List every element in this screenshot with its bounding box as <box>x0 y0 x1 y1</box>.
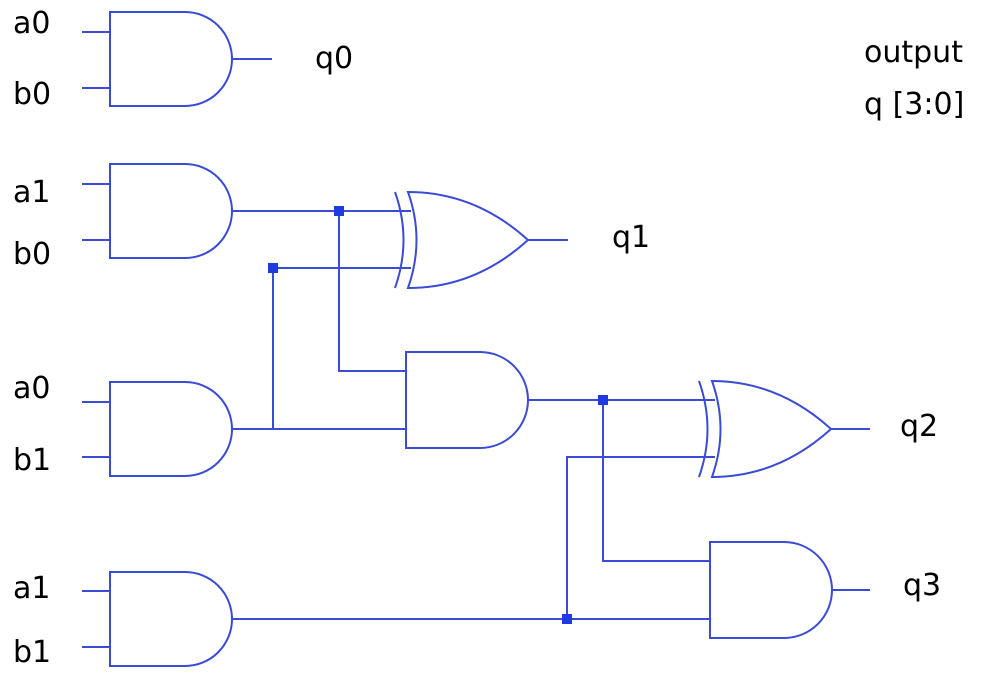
output-note-title: output <box>864 35 963 70</box>
and-gate-5 <box>709 541 833 639</box>
input-label-a1: a1 <box>13 571 51 606</box>
junction-dot <box>562 614 572 624</box>
input-label-b1: b1 <box>13 443 52 478</box>
junction-dot <box>598 395 608 405</box>
wire-g3-to-xor2 <box>566 456 715 619</box>
output-label-q1: q1 <box>612 220 651 255</box>
input-label-b0: b0 <box>13 237 52 272</box>
and-gate-0 <box>109 11 233 107</box>
input-label-a1: a1 <box>13 175 51 210</box>
junction-dot <box>268 263 278 273</box>
and-gate-2 <box>109 381 233 477</box>
and-gate-3 <box>109 571 233 667</box>
output-label-q3: q3 <box>903 568 942 603</box>
and-gate-1 <box>109 163 233 259</box>
wire-and4-to-and5 <box>602 400 710 562</box>
wire-g2-to-xor1 <box>272 267 411 429</box>
and-gate-4 <box>405 351 529 449</box>
junction-dot <box>334 206 344 216</box>
input-label-b0: b0 <box>13 77 52 112</box>
input-label-a0: a0 <box>13 6 51 41</box>
output-label-q2: q2 <box>900 409 939 444</box>
output-label-q0: q0 <box>315 41 354 76</box>
input-label-a0: a0 <box>13 371 51 406</box>
xor-gate-2 <box>698 379 833 479</box>
output-note-bus: q [3:0] <box>864 87 965 122</box>
input-label-b1: b1 <box>13 635 52 670</box>
xor-gate-1 <box>394 190 530 290</box>
wire-g1-to-and4 <box>338 211 406 372</box>
